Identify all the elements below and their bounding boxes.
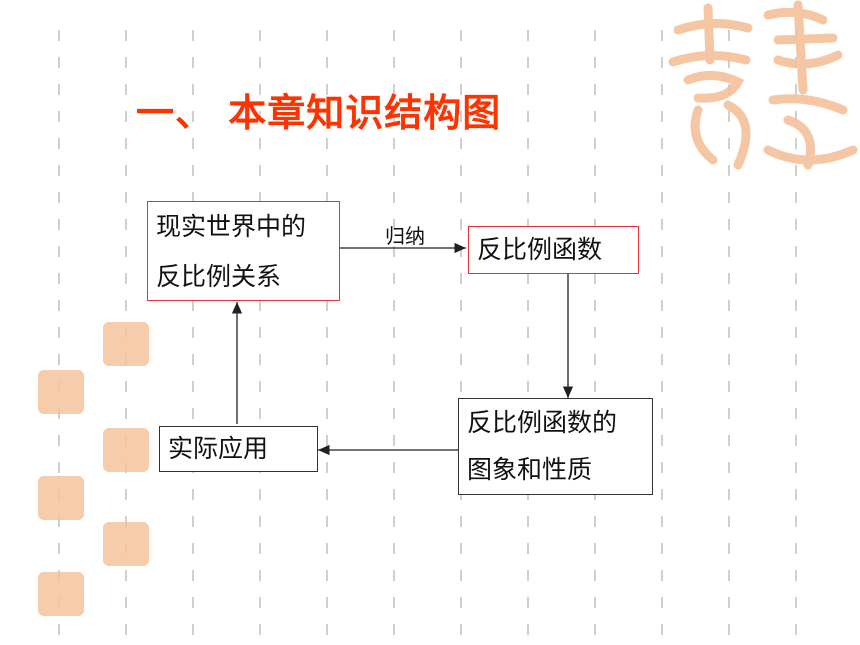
side-seal-icon [38, 476, 84, 520]
side-seal-icon [103, 522, 149, 566]
page-title: 一、 本章知识结构图 [136, 91, 502, 135]
node-line: 现实世界中的 [156, 212, 307, 241]
side-seal-icon [103, 322, 149, 366]
node-graph-and-properties: 反比例函数的 图象和性质 [458, 398, 653, 495]
node-practical-application: 实际应用 [159, 426, 318, 472]
node-line: 图象和性质 [467, 455, 593, 484]
side-seal-icon [38, 370, 84, 414]
induction-label: 归纳 [385, 224, 425, 248]
node-inverse-proportion-function: 反比例函数 [468, 226, 639, 274]
node-line: 实际应用 [168, 434, 269, 463]
corner-seal-icon [668, 0, 858, 170]
side-seal-icon [103, 428, 149, 472]
node-real-world-relation: 现实世界中的 反比例关系 [147, 201, 340, 301]
node-line: 反比例函数的 [467, 408, 618, 437]
node-line: 反比例关系 [156, 262, 282, 291]
side-seal-icon [38, 572, 84, 616]
node-line: 反比例函数 [477, 235, 603, 264]
